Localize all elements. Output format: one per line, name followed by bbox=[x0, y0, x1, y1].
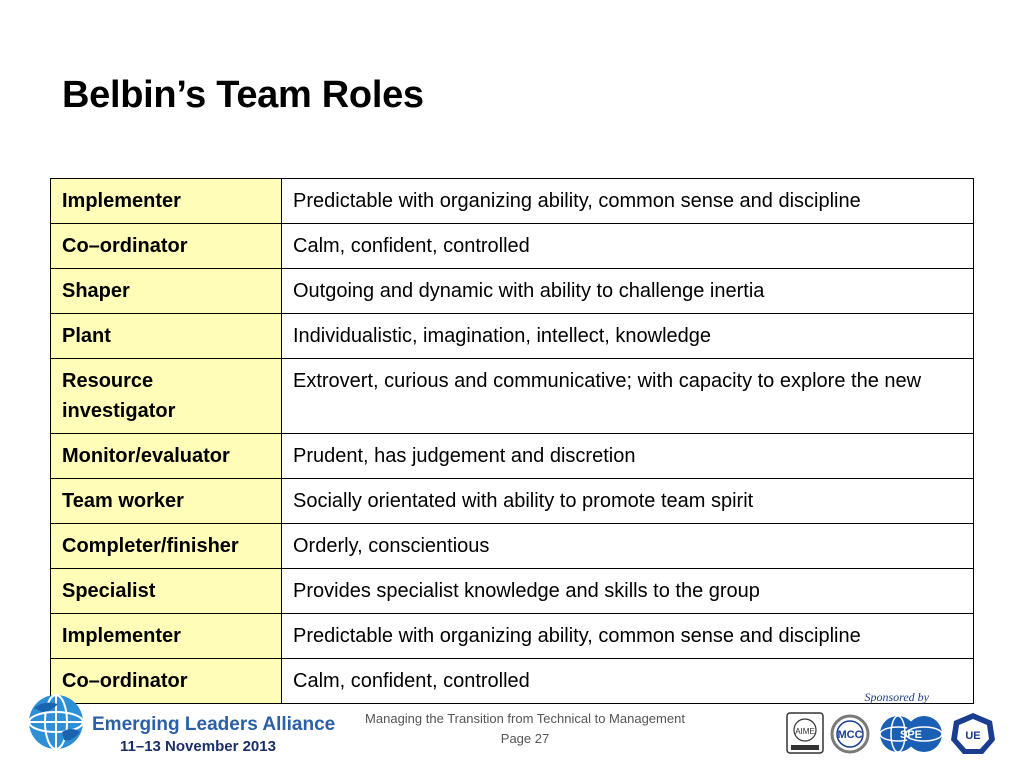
event-dates: 11–13 November 2013 bbox=[120, 738, 276, 755]
role-cell: Plant bbox=[50, 313, 282, 359]
slide-title: Belbin’s Team Roles bbox=[62, 74, 424, 116]
org-name: Emerging Leaders Alliance bbox=[92, 714, 336, 735]
table-row: Team worker Socially orientated with abi… bbox=[50, 478, 974, 524]
role-cell: Team worker bbox=[50, 478, 282, 524]
role-cell: Co–ordinator bbox=[50, 223, 282, 269]
role-cell: Completer/finisher bbox=[50, 523, 282, 569]
description-cell: Orderly, conscientious bbox=[281, 523, 974, 569]
description-cell: Calm, confident, controlled bbox=[281, 223, 974, 269]
table-row: Completer/finisher Orderly, conscientiou… bbox=[50, 523, 974, 569]
aime-logo-text: AIME bbox=[795, 727, 815, 736]
table-row: Implementer Predictable with organizing … bbox=[50, 613, 974, 659]
description-cell: Predictable with organizing ability, com… bbox=[281, 613, 974, 659]
table-row: Co–ordinator Calm, confident, controlled bbox=[50, 658, 974, 704]
presentation-title: Managing the Transition from Technical t… bbox=[365, 711, 685, 726]
table-row: Monitor/evaluator Prudent, has judgement… bbox=[50, 433, 974, 479]
table-row: Co–ordinator Calm, confident, controlled bbox=[50, 223, 974, 269]
spe-logo-text: SPE bbox=[900, 729, 922, 741]
role-cell: Specialist bbox=[50, 568, 282, 614]
table-row: Implementer Predictable with organizing … bbox=[50, 178, 974, 224]
footer-info: Managing the Transition from Technical t… bbox=[330, 709, 720, 749]
mcc-logo-text: MCC bbox=[837, 729, 862, 741]
description-cell: Calm, confident, controlled bbox=[281, 658, 974, 704]
page-number: Page 27 bbox=[500, 731, 550, 746]
description-cell: Extrovert, curious and communicative; wi… bbox=[281, 358, 974, 434]
spe-logo-icon: SPE bbox=[878, 714, 944, 759]
description-cell: Provides specialist knowledge and skills… bbox=[281, 568, 974, 614]
role-cell: Implementer bbox=[50, 178, 282, 224]
sponsored-by-label: Sponsored by bbox=[864, 690, 929, 704]
table-row: Resource investigator Extrovert, curious… bbox=[50, 358, 974, 434]
description-cell: Individualistic, imagination, intellect,… bbox=[281, 313, 974, 359]
role-cell: Co–ordinator bbox=[50, 658, 282, 704]
team-roles-table: Implementer Predictable with organizing … bbox=[50, 178, 974, 704]
aime-logo-icon: AIME bbox=[786, 712, 824, 759]
role-cell: Resource investigator bbox=[50, 358, 282, 434]
table-row: Shaper Outgoing and dynamic with ability… bbox=[50, 268, 974, 314]
table-row: Plant Individualistic, imagination, inte… bbox=[50, 313, 974, 359]
globe-logo-icon bbox=[24, 692, 88, 757]
ue-logo-text: UE bbox=[965, 730, 980, 742]
ue-logo-icon: UE bbox=[950, 712, 996, 761]
role-cell: Monitor/evaluator bbox=[50, 433, 282, 479]
role-cell: Implementer bbox=[50, 613, 282, 659]
description-cell: Outgoing and dynamic with ability to cha… bbox=[281, 268, 974, 314]
role-cell: Shaper bbox=[50, 268, 282, 314]
description-cell: Predictable with organizing ability, com… bbox=[281, 178, 974, 224]
mcc-logo-icon: MCC bbox=[828, 714, 872, 759]
table-row: Specialist Provides specialist knowledge… bbox=[50, 568, 974, 614]
description-cell: Prudent, has judgement and discretion bbox=[281, 433, 974, 479]
description-cell: Socially orientated with ability to prom… bbox=[281, 478, 974, 524]
